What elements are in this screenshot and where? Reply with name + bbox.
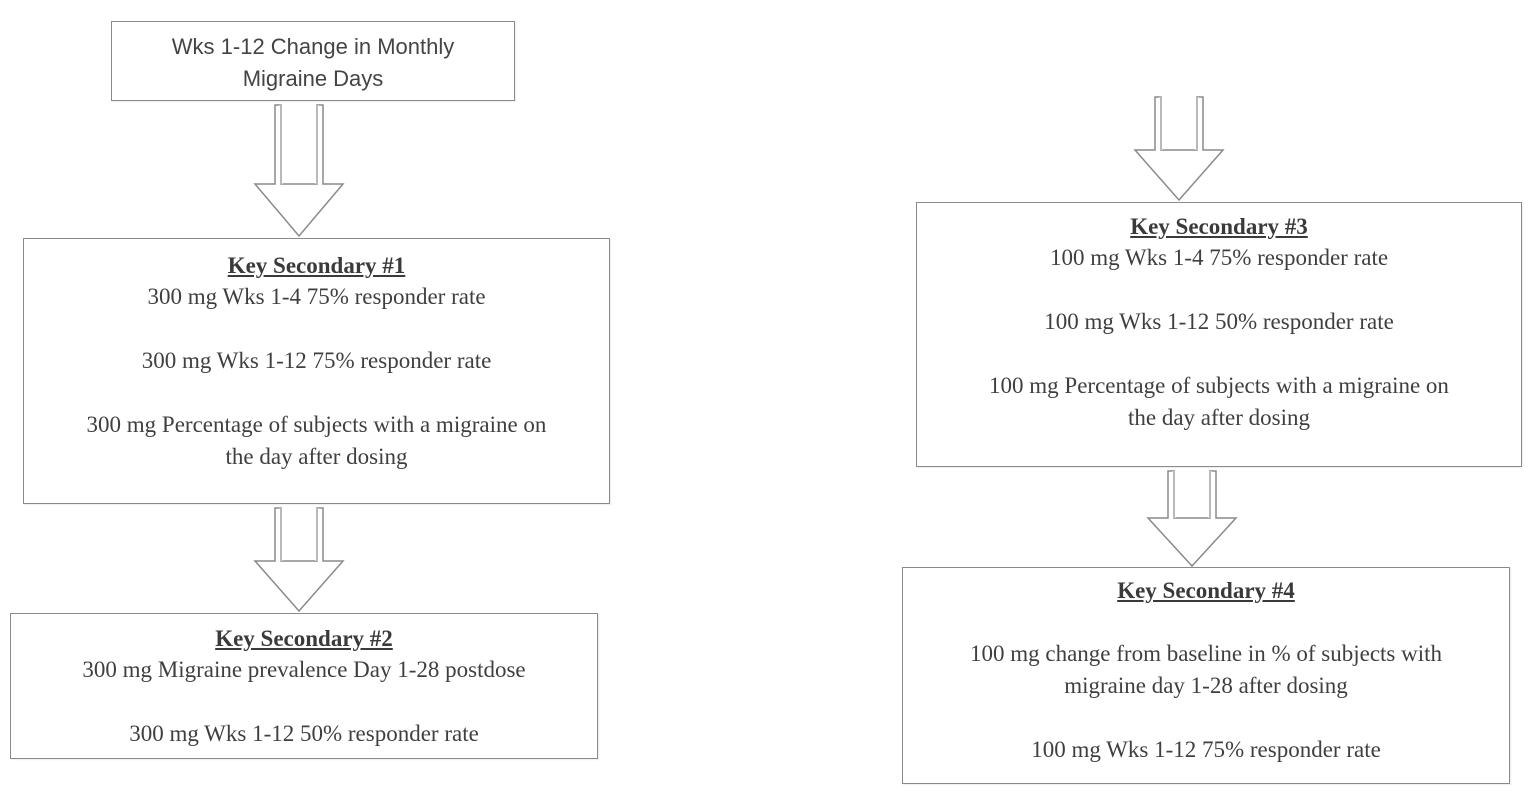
key-secondary-3-box: Key Secondary #3 100 mg Wks 1-4 75% resp… xyxy=(916,202,1522,467)
key-secondary-1-item-3-cont: the day after dosing xyxy=(225,444,408,469)
key-secondary-4-item-1-cont: migraine day 1-28 after dosing xyxy=(1064,673,1348,698)
down-arrow-into-ks3 xyxy=(1133,96,1225,202)
key-secondary-2-heading: Key Secondary #2 xyxy=(215,626,393,651)
key-secondary-3-item-3-cont: the day after dosing xyxy=(1127,405,1311,430)
key-secondary-4-item-1: 100 mg change from baseline in % of subj… xyxy=(969,641,1443,666)
key-secondary-1-heading: Key Secondary #1 xyxy=(227,253,406,278)
down-arrow-ks1-to-ks2 xyxy=(253,507,345,613)
primary-endpoint-line-2: Migraine Days xyxy=(242,66,384,91)
key-secondary-3-heading: Key Secondary #3 xyxy=(1130,214,1308,239)
key-secondary-3-item-3: 100 mg Percentage of subjects with a mig… xyxy=(989,373,1449,398)
primary-endpoint-box: Wks 1-12 Change in Monthly Migraine Days xyxy=(111,21,515,101)
key-secondary-4-heading: Key Secondary #4 xyxy=(1117,578,1295,603)
down-arrow-primary-to-ks1 xyxy=(253,104,345,238)
primary-endpoint-line-1: Wks 1-12 Change in Monthly xyxy=(171,34,455,59)
key-secondary-3-item-2: 100 mg Wks 1-12 50% responder rate xyxy=(1044,309,1394,334)
key-secondary-2-item-2: 300 mg Wks 1-12 50% responder rate xyxy=(129,721,479,746)
key-secondary-1-item-3: 300 mg Percentage of subjects with a mig… xyxy=(86,412,547,437)
key-secondary-2-box: Key Secondary #2 300 mg Migraine prevale… xyxy=(10,613,598,759)
key-secondary-1-item-1: 300 mg Wks 1-4 75% responder rate xyxy=(147,284,486,309)
key-secondary-3-item-1: 100 mg Wks 1-4 75% responder rate xyxy=(1049,245,1389,270)
key-secondary-1-item-2: 300 mg Wks 1-12 75% responder rate xyxy=(141,348,492,373)
key-secondary-1-box: Key Secondary #1 300 mg Wks 1-4 75% resp… xyxy=(23,238,610,504)
down-arrow-ks3-to-ks4 xyxy=(1146,470,1238,568)
key-secondary-2-item-1: 300 mg Migraine prevalence Day 1-28 post… xyxy=(82,657,526,682)
key-secondary-4-box: Key Secondary #4 100 mg change from base… xyxy=(902,567,1510,784)
key-secondary-4-item-2: 100 mg Wks 1-12 75% responder rate xyxy=(1031,737,1381,762)
